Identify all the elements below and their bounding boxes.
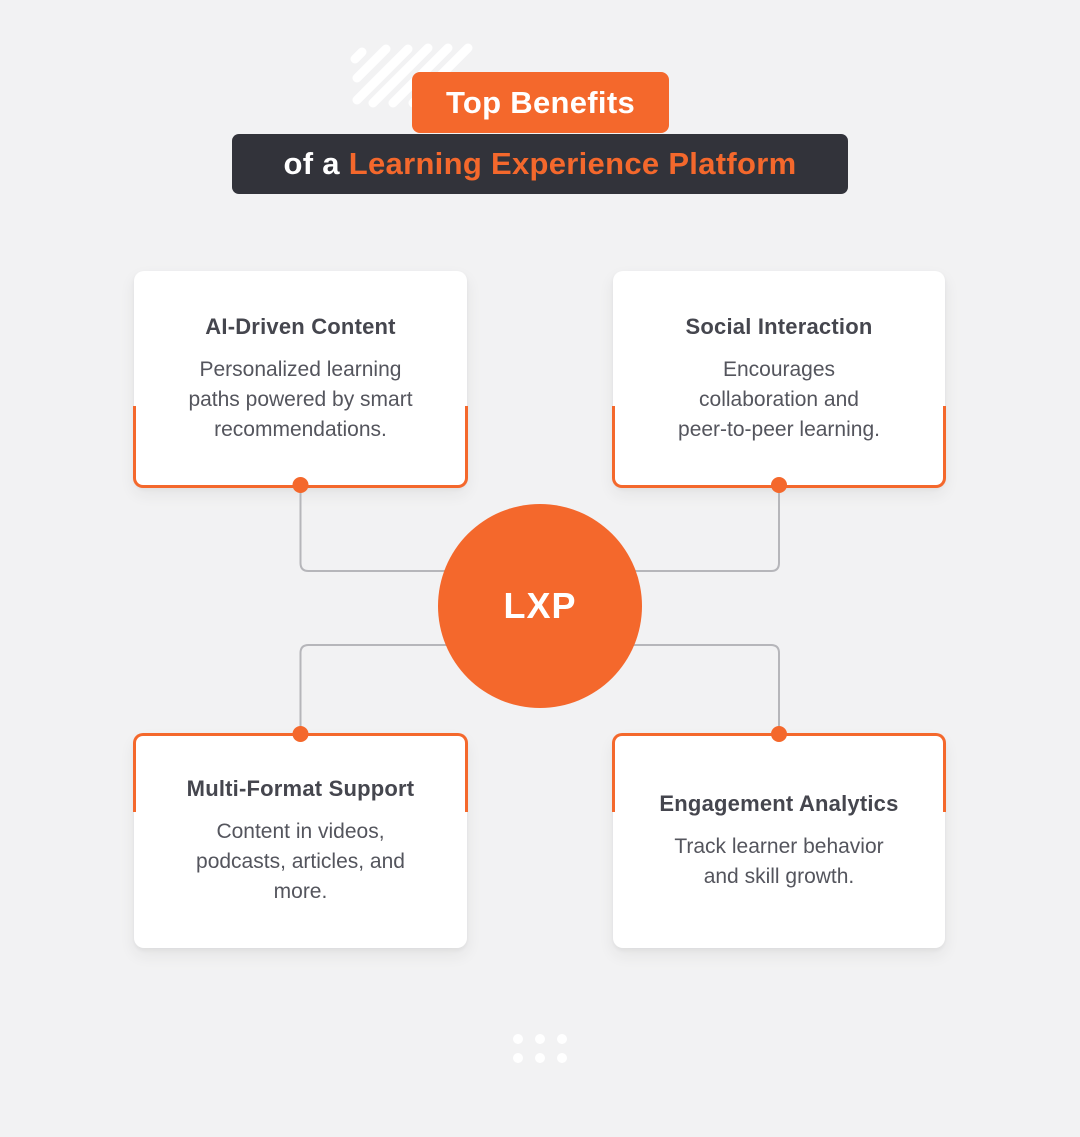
card-body: Track learner behavior and skill growth. — [674, 834, 884, 888]
card-ai-driven-content: AI-Driven Content Personalized learning … — [133, 271, 468, 488]
dot — [557, 1053, 567, 1063]
dot — [535, 1053, 545, 1063]
card-body: Personalized learning paths powered by s… — [188, 357, 413, 441]
dot — [535, 1034, 545, 1044]
card-social-interaction: Social Interaction Encourages collaborat… — [612, 271, 946, 488]
dots-decoration — [513, 1034, 567, 1063]
dot — [513, 1034, 523, 1044]
card-body: Encourages collaboration and peer-to-pee… — [678, 357, 880, 441]
card-title: AI-Driven Content — [205, 313, 396, 339]
title-badge: Top Benefits — [412, 72, 669, 133]
card-body: Content in videos, podcasts, articles, a… — [196, 819, 405, 903]
subtitle-bar: of a Learning Experience Platform — [232, 134, 848, 194]
dot — [513, 1053, 523, 1063]
lxp-hub-circle: LXP — [438, 504, 642, 708]
card-title: Engagement Analytics — [659, 790, 899, 816]
card-engagement-analytics: Engagement Analytics Track learner behav… — [612, 733, 946, 948]
title-badge-text: Top Benefits — [445, 84, 636, 120]
lxp-hub-label: LXP — [503, 585, 577, 626]
subtitle-prefix: of a — [283, 146, 349, 181]
dot — [557, 1034, 567, 1044]
card-title: Multi-Format Support — [186, 775, 415, 801]
subtitle-highlight: Learning Experience Platform — [348, 146, 797, 181]
card-multi-format-support: Multi-Format Support Content in videos, … — [133, 733, 468, 948]
card-title: Social Interaction — [685, 313, 873, 339]
